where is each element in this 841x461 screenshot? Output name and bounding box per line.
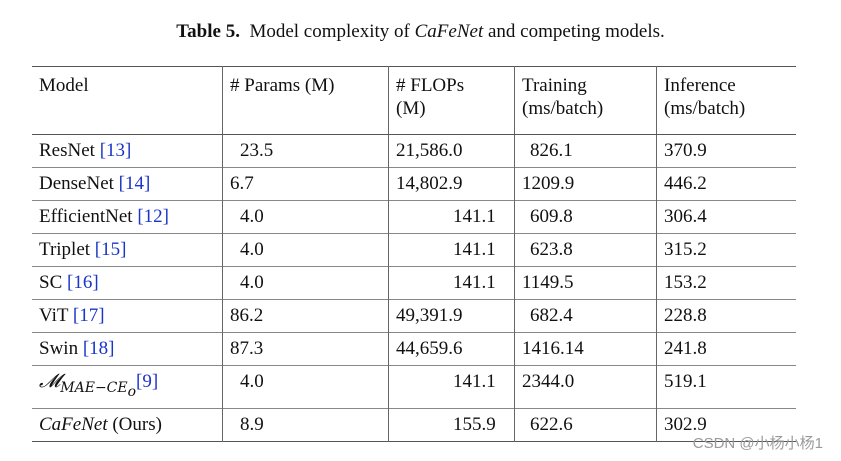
- cell-params: 4.0: [222, 266, 389, 300]
- cell-flops: 14,802.9: [388, 167, 515, 201]
- cell-inference: 306.4: [656, 200, 796, 234]
- cell-model: Swin [18]: [32, 332, 223, 366]
- header-flops: # FLOPs(M): [388, 66, 515, 135]
- cell-flops: 141.1: [388, 233, 515, 267]
- cell-model: 𝓜MAE−CEo[9]: [32, 365, 223, 409]
- cell-model: EfficientNet [12]: [32, 200, 223, 234]
- cell-flops: 155.9: [388, 407, 515, 442]
- header-training: Training(ms/batch): [514, 66, 657, 135]
- cell-training: 622.6: [514, 407, 657, 442]
- cell-params: 23.5: [222, 134, 389, 168]
- cell-model: SC [16]: [32, 266, 223, 300]
- cell-model: Triplet [15]: [32, 233, 223, 267]
- caption-text-after: and competing models.: [483, 21, 665, 42]
- cell-flops: 44,659.6: [388, 332, 515, 366]
- citation-link[interactable]: [9]: [136, 371, 159, 392]
- cell-inference: 302.9: [656, 407, 796, 442]
- caption-label: Table 5.: [176, 21, 240, 42]
- header-params: # Params (M): [222, 66, 389, 135]
- cell-params: 8.9: [222, 407, 389, 442]
- cell-flops: 21,586.0: [388, 134, 515, 168]
- citation-link[interactable]: [15]: [94, 239, 127, 260]
- cell-inference: 446.2: [656, 167, 796, 201]
- watermark: CSDN @小杨小杨1: [692, 435, 823, 452]
- cell-inference: 370.9: [664, 140, 707, 161]
- cell-training: 682.4: [514, 299, 657, 333]
- cell-model: ViT [17]: [32, 299, 223, 333]
- cell-params: 6.7: [222, 167, 389, 201]
- cell-inference: 519.1: [656, 365, 796, 409]
- cell-model: CaFeNet (Ours): [32, 407, 223, 442]
- citation-link[interactable]: [16]: [67, 272, 99, 293]
- cell-training: 1149.5: [514, 266, 657, 300]
- cell-flops: 49,391.9: [388, 299, 515, 333]
- cell-training: 609.8: [514, 200, 657, 234]
- cell-flops: 141.1: [388, 365, 515, 409]
- cell-params: 87.3: [222, 332, 389, 366]
- cell-training: 1416.14: [514, 332, 657, 366]
- cell-params: 4.0: [222, 233, 389, 267]
- cell-flops: 141.1: [388, 200, 515, 234]
- cell-params: 86.2: [222, 299, 389, 333]
- complexity-table: Model # Params (M) # FLOPs(M) Training(m…: [32, 66, 796, 442]
- cell-training: 826.1: [514, 134, 657, 168]
- cell-training: 1209.9: [514, 167, 657, 201]
- header-row: Model # Params (M) # FLOPs(M) Training(m…: [32, 66, 796, 135]
- header-model: Model: [32, 66, 223, 135]
- cell-params: 4.0: [222, 200, 389, 234]
- table-caption: Table 5. Model complexity of CaFeNet and…: [0, 20, 841, 44]
- cell-params: 4.0: [222, 365, 389, 409]
- cell-training: 623.8: [514, 233, 657, 267]
- cell-inference: 241.8: [656, 332, 796, 366]
- caption-model-name: CaFeNet: [414, 21, 484, 42]
- cell-inference: 228.8: [656, 299, 796, 333]
- cell-training: 2344.0: [514, 365, 657, 409]
- cell-flops: 141.1: [388, 266, 515, 300]
- header-inference: Inference(ms/batch): [656, 66, 796, 135]
- cell-model: DenseNet [14]: [32, 167, 223, 201]
- citation-link[interactable]: [13]: [99, 140, 132, 161]
- citation-link[interactable]: [18]: [82, 338, 115, 359]
- citation-link[interactable]: [17]: [72, 305, 105, 326]
- citation-link[interactable]: [14]: [118, 173, 151, 194]
- cell-inference: 315.2: [656, 233, 796, 267]
- citation-link[interactable]: [12]: [137, 206, 169, 227]
- cell-model: ResNet [13]: [32, 134, 223, 168]
- cell-inference: 153.2: [656, 266, 796, 300]
- caption-text-before: Model complexity of: [249, 21, 415, 42]
